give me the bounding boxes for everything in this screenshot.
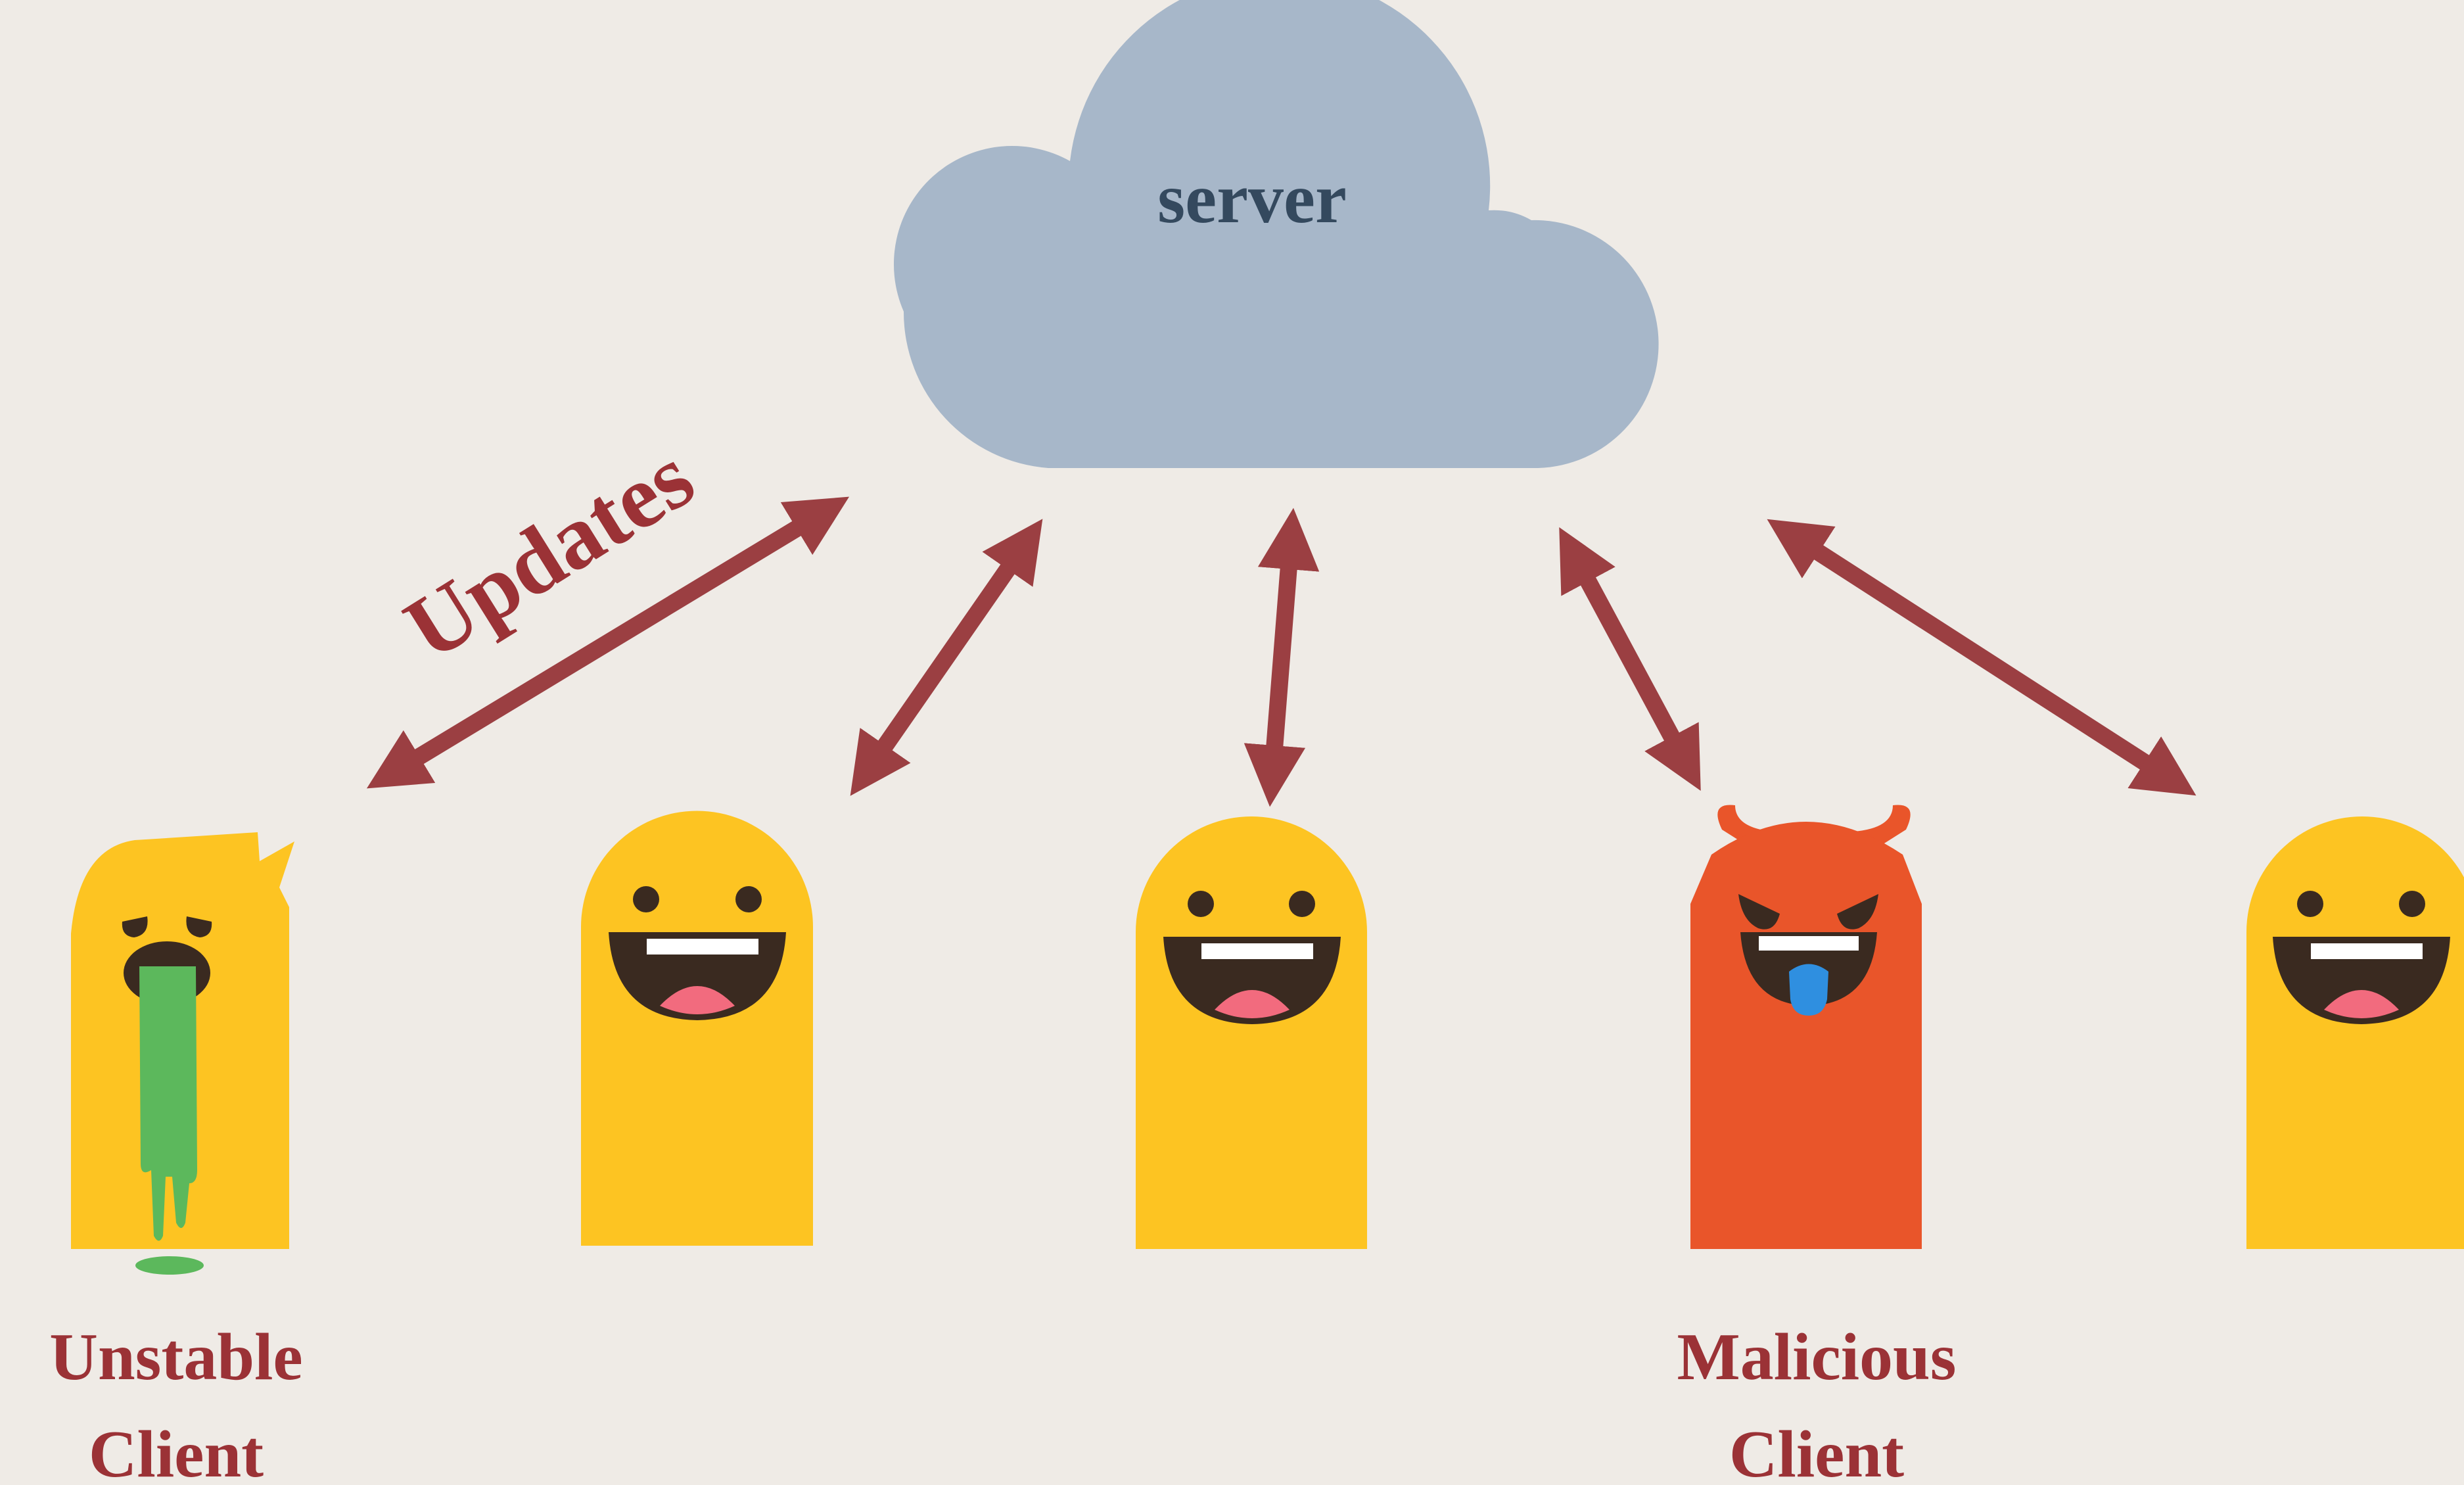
teeth [1759,936,1859,951]
tongue [2324,990,2399,1018]
vomit-puddle-icon [135,1256,204,1275]
angry-eye-icon [1738,894,1780,930]
cloud-shape [893,0,1659,468]
client-normal-2 [1136,816,1367,1249]
client-label-line-2: Client [89,1417,264,1485]
client-unstable: Unstable Client [49,832,303,1485]
angry-eye-icon [1837,894,1878,930]
client-label-line-1: Unstable [49,1320,302,1394]
eye-icon [2297,891,2323,917]
sad-eye-icon [122,916,148,937]
arrow-server-client-3 [1244,507,1320,807]
client-body [1690,822,1922,1249]
arrow-server-client-1 [366,496,850,789]
eye-icon [735,886,762,912]
server-cloud: server [893,0,1659,468]
sad-eye-icon [186,916,212,937]
arrow-server-client-2 [850,519,1043,796]
client-normal-1 [581,811,813,1246]
eye-icon [1188,891,1214,917]
client-body [2246,816,2464,1249]
teeth [647,939,758,955]
tongue [660,986,735,1014]
tongue [1215,990,1290,1018]
client-malicious: Malicious Client [1677,805,1957,1485]
updates-label: Updates [388,426,710,680]
drool-tongue [1789,964,1828,1016]
server-label: server [1157,160,1347,238]
client-normal-3 [2246,816,2464,1249]
client-label-line-1: Malicious [1677,1320,1957,1394]
eye-icon [1289,891,1315,917]
vomit-stream-icon [139,966,197,1241]
client-body [1136,816,1367,1249]
connection-arrows [366,496,2197,807]
client-body [581,811,813,1246]
teeth [2311,943,2423,959]
eye-icon [633,886,659,912]
arrow-server-client-4 [1559,527,1701,791]
arrow-server-client-5 [1767,519,2197,796]
eye-icon [2399,891,2425,917]
teeth [1201,943,1313,959]
client-label-line-2: Client [1729,1417,1904,1485]
